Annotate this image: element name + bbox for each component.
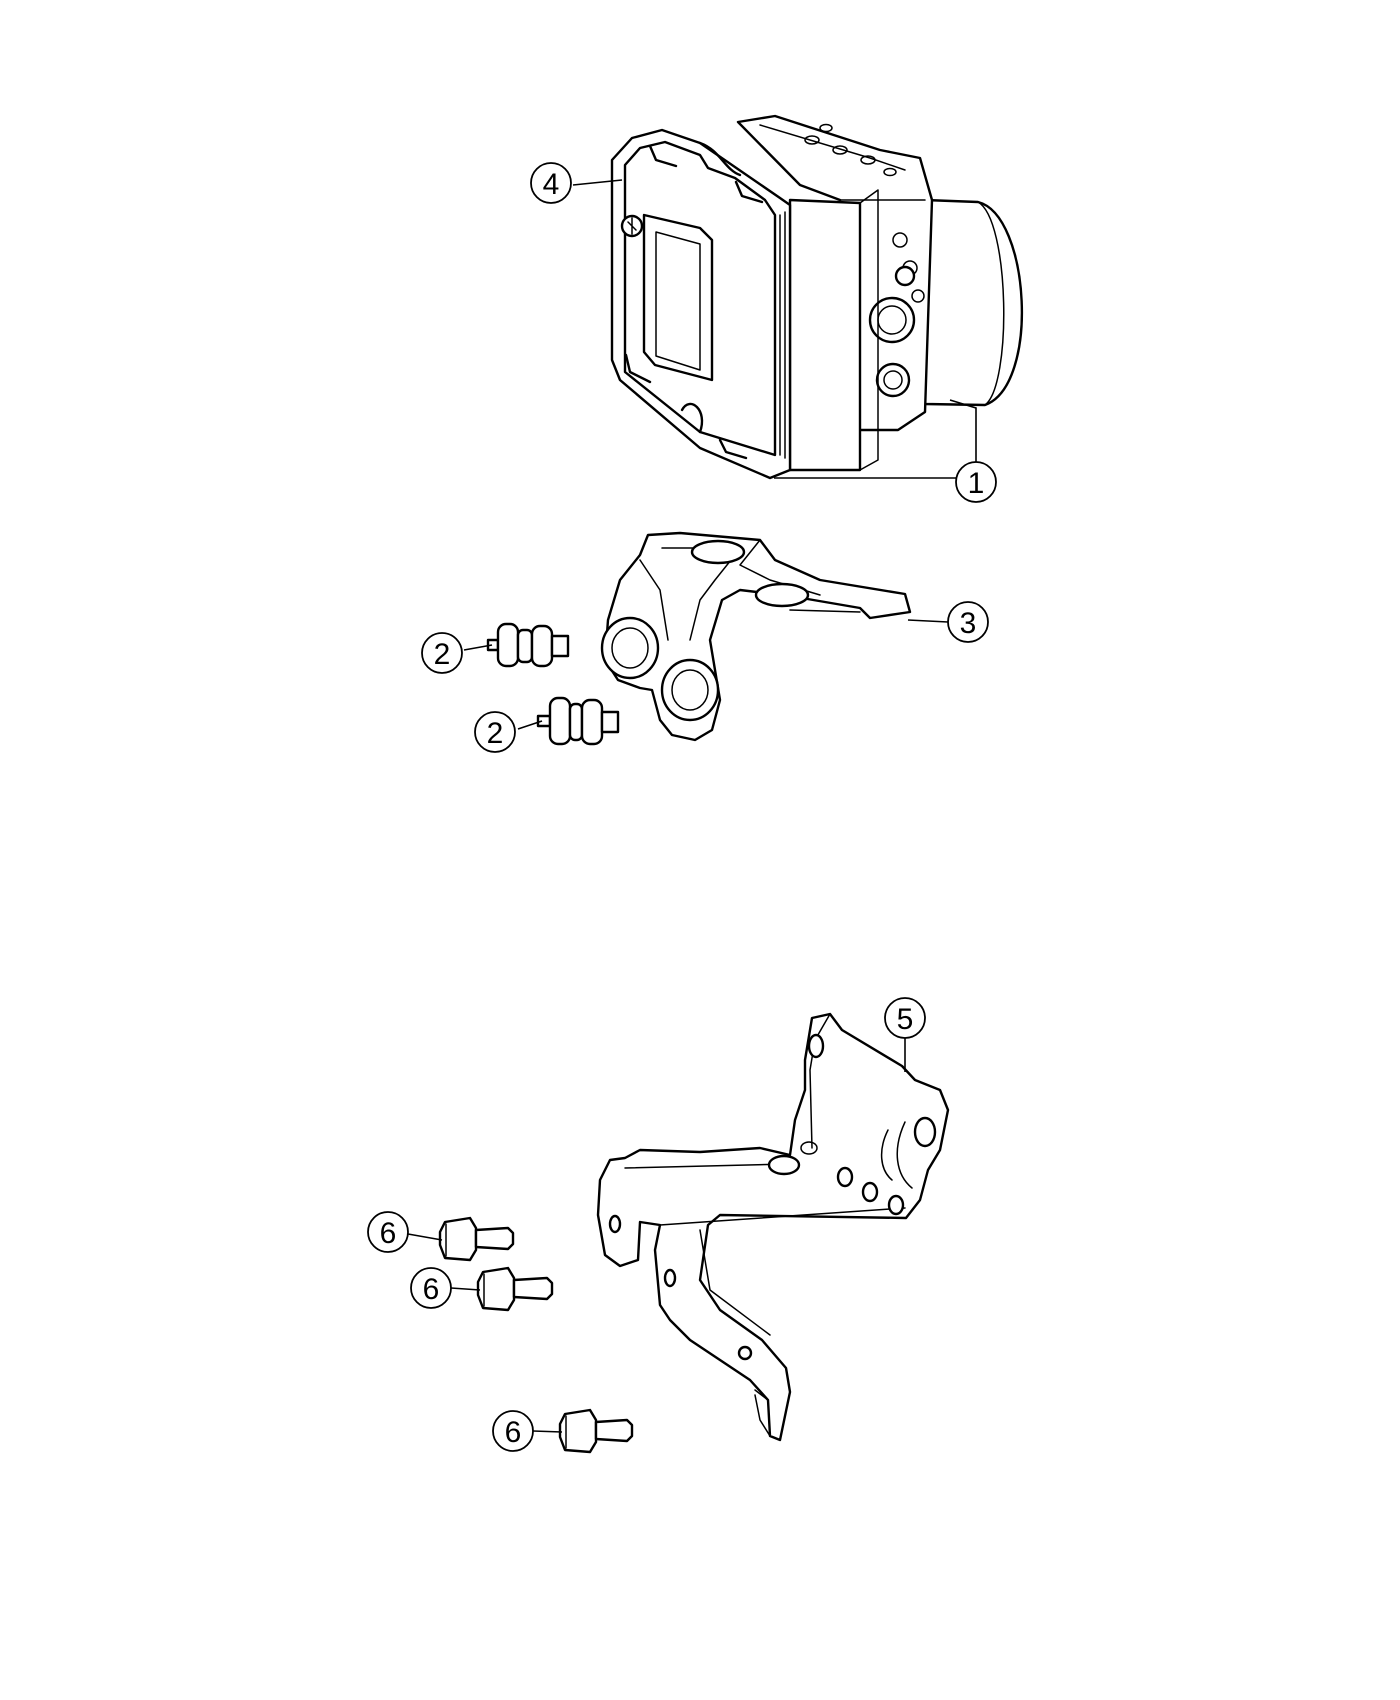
- callout-4-label: 4: [543, 168, 560, 201]
- callout-3: 3: [947, 601, 989, 643]
- callout-6-second-label: 6: [423, 1273, 440, 1306]
- grommet-upper: [486, 622, 570, 668]
- callout-2-lower: 2: [474, 711, 516, 753]
- leader-2b: [517, 720, 543, 730]
- callout-6-first-label: 6: [380, 1217, 397, 1250]
- leader-6b: [450, 1287, 481, 1291]
- lower-bracket: [596, 1012, 950, 1442]
- leader-lines: [407, 179, 977, 1433]
- callout-5: 5: [884, 997, 926, 1039]
- callout-5-label: 5: [897, 1003, 914, 1036]
- callout-2-lower-label: 2: [487, 717, 504, 750]
- grommet-lower: [536, 696, 620, 746]
- callout-3-label: 3: [960, 607, 977, 640]
- leader-6c: [532, 1430, 563, 1433]
- leader-2a: [463, 644, 493, 651]
- leader-1b: [949, 399, 977, 468]
- callout-6-third-label: 6: [505, 1416, 522, 1449]
- callout-6-first: 6: [367, 1211, 409, 1253]
- callout-2-upper: 2: [421, 632, 463, 674]
- callout-6-third: 6: [492, 1410, 534, 1452]
- abs-bracket: [600, 531, 912, 742]
- callout-4: 4: [530, 162, 572, 204]
- bolt-3: [558, 1408, 634, 1454]
- callout-2-upper-label: 2: [434, 638, 451, 671]
- bolt-2: [476, 1266, 554, 1312]
- callout-1: 1: [955, 461, 997, 503]
- callout-6-second: 6: [410, 1267, 452, 1309]
- callout-1-label: 1: [968, 467, 985, 500]
- abs-module: [610, 114, 1024, 480]
- leader-3: [907, 619, 949, 623]
- leader-6a: [407, 1233, 443, 1241]
- bolt-1: [438, 1216, 515, 1262]
- leader-4: [572, 179, 623, 186]
